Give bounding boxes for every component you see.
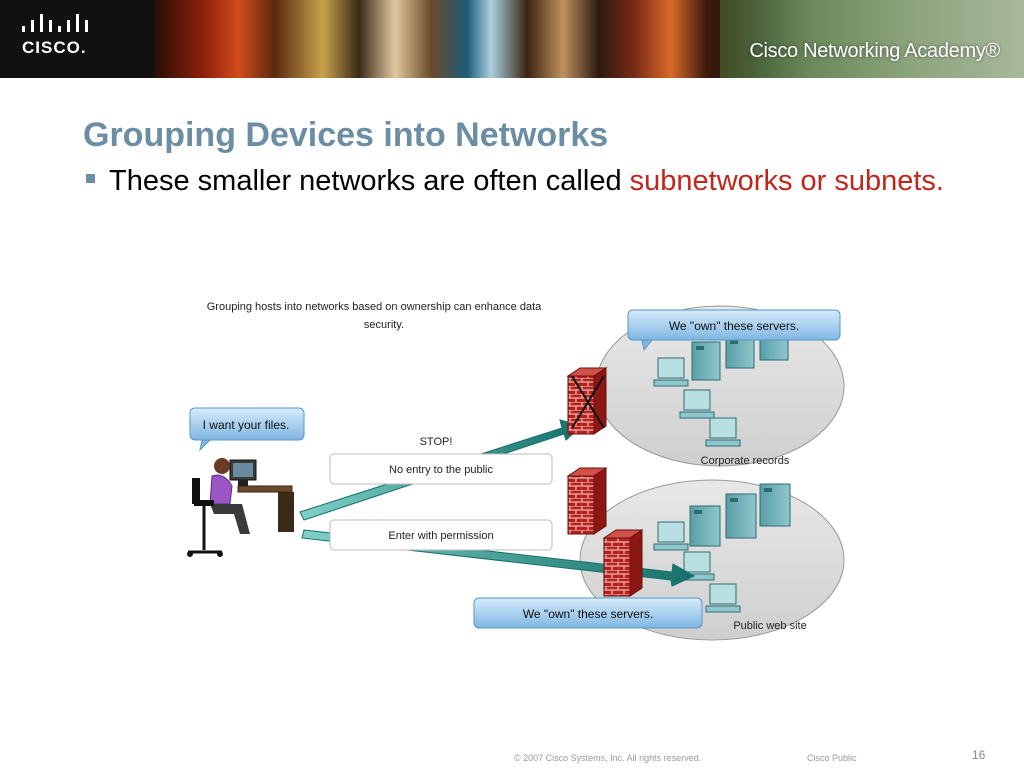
banner-photo-strip: [155, 0, 755, 78]
footer-copyright: © 2007 Cisco Systems, Inc. All rights re…: [514, 753, 702, 763]
server-icon: [725, 493, 757, 539]
cisco-bars-icon: [22, 14, 88, 32]
academy-title: Cisco Networking Academy®: [749, 40, 1000, 62]
workstation-icon: [653, 357, 689, 387]
user-at-desk-icon: [187, 458, 294, 557]
permission-label: Enter with permission: [388, 530, 493, 542]
firewall-icon: [566, 367, 608, 435]
footer-classification: Cisco Public: [807, 753, 857, 763]
header-banner: CISCO. Cisco Networking Academy®: [0, 0, 1024, 78]
stop-label: STOP!: [420, 436, 453, 448]
blocked-x-icon: [571, 375, 605, 429]
public-web-site-label: Public web site: [733, 620, 806, 632]
server-icon: [689, 505, 721, 547]
hacker-speech-bubble: I want your files.: [189, 407, 305, 452]
bullet-plain-text: These smaller networks are often called: [109, 165, 630, 197]
workstation-icon: [653, 521, 689, 551]
page-number: 16: [972, 748, 986, 762]
workstation-icon: [679, 389, 715, 419]
hacker-bubble-text: I want your files.: [203, 418, 290, 432]
cisco-logo: CISCO.: [18, 14, 98, 64]
bottom-owner-speech-bubble: We "own" these servers.: [473, 597, 703, 629]
bullet-text: These smaller networks are often called …: [109, 162, 946, 200]
bullet-square-icon: [86, 174, 95, 183]
permission-box: [329, 519, 553, 551]
server-icon: [725, 335, 755, 369]
server-icon: [691, 341, 721, 381]
public-devices: [653, 483, 791, 613]
bullet-highlight-text: subnetworks or subnets.: [629, 165, 944, 197]
firewall-icon: [602, 529, 644, 597]
top-bubble-text: We "own" these servers.: [669, 319, 799, 333]
diagram-caption-line2: security.: [364, 319, 404, 331]
no-entry-box: [329, 453, 553, 485]
top-owner-speech-bubble: We "own" these servers.: [627, 309, 841, 352]
slide-title: Grouping Devices into Networks: [83, 116, 609, 154]
network-diagram: Grouping hosts into networks based on ow…: [187, 301, 845, 641]
firewall-icon: [566, 467, 608, 535]
workstation-icon: [705, 417, 741, 447]
bottom-bubble-text: We "own" these servers.: [523, 607, 653, 621]
bullet-item: These smaller networks are often called …: [86, 162, 946, 200]
workstation-icon: [679, 551, 715, 581]
banner-photo-right: [720, 0, 1024, 78]
workstation-icon: [705, 583, 741, 613]
cisco-logo-text: CISCO.: [22, 38, 87, 57]
corporate-records-label: Corporate records: [701, 455, 790, 467]
server-icon: [759, 483, 791, 527]
no-entry-label: No entry to the public: [389, 464, 493, 476]
diagram-caption-line1: Grouping hosts into networks based on ow…: [207, 301, 542, 313]
